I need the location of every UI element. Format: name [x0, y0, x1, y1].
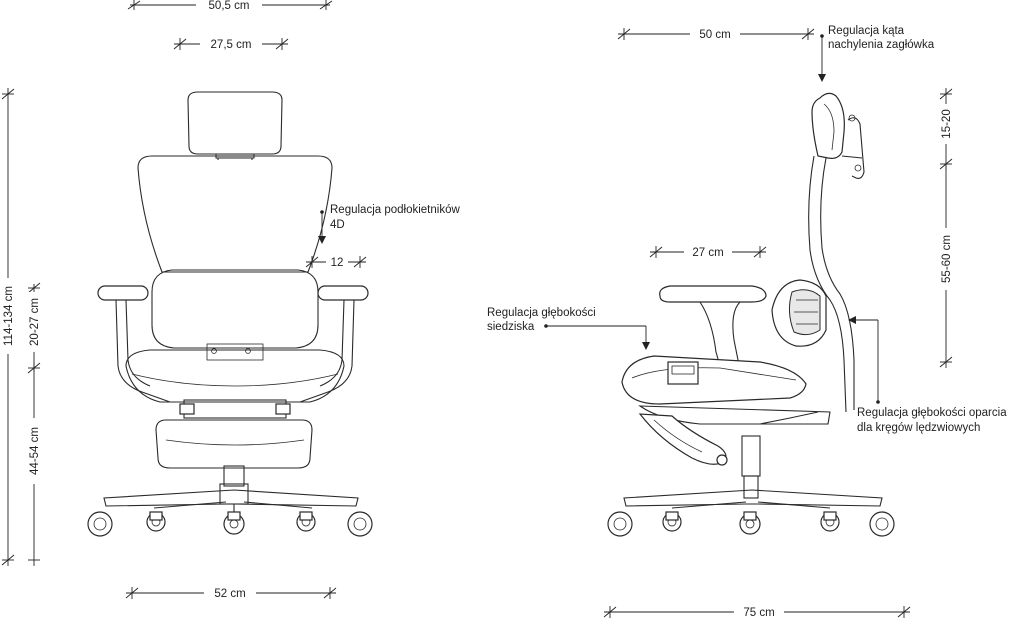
front-height-total-label: 114-134 cm [3, 286, 15, 346]
side-armrest [659, 285, 767, 303]
labels: 50,5 cm 27,5 cm 52 cm 114-134 cm 20-27 c… [3, 0, 1007, 619]
side-lumbar-label-line1: Regulacja głębokości oparcia [857, 407, 1007, 419]
front-footrest [155, 419, 313, 469]
side-back-range-label: 55-60 cm [941, 235, 953, 283]
front-armrest-right [317, 285, 369, 301]
front-base-width-label: 52 cm [214, 588, 245, 600]
front-casters [87, 511, 373, 537]
front-armrest-height-label: 20-27 cm [29, 298, 41, 346]
front-backrest [137, 155, 333, 273]
side-seat [621, 355, 807, 405]
side-headrest [811, 92, 845, 159]
front-gas-cylinder [223, 465, 245, 487]
front-lumbar-pad [151, 269, 319, 349]
front-armrest-left [97, 285, 149, 301]
front-headrest [187, 91, 283, 155]
front-armrest-label-line1: Regulacja podłokietników [330, 204, 460, 216]
side-star-base [623, 489, 883, 507]
front-armrest-label-line2: 4D [330, 219, 345, 231]
front-view-chair [87, 91, 373, 537]
front-total-width-label: 50,5 cm [209, 0, 250, 12]
side-seat-label-line1: Regulacja głębokości [487, 307, 596, 319]
front-seat [125, 349, 345, 403]
front-armrest-shift-label: 12 [331, 257, 344, 269]
side-dimensions [544, 26, 954, 620]
front-seat-height-label: 44-54 cm [29, 427, 41, 475]
side-headrest-range-label: 15-20 [941, 109, 953, 138]
front-star-base [103, 489, 359, 507]
front-dimensions [0, 0, 367, 601]
side-headrest-label-line2: nachylenia zagłówka [828, 39, 935, 51]
side-gas-cylinder [741, 435, 761, 477]
front-headrest-width-label: 27,5 cm [211, 39, 252, 51]
side-base-depth-label: 75 cm [743, 607, 774, 619]
side-depth-top-label: 50 cm [699, 29, 730, 41]
side-lumbar-label-line2: dla kręgów lędzwiowych [857, 422, 980, 434]
side-back-frame [808, 155, 847, 413]
side-seat-label-line2: siedziska [487, 321, 535, 333]
side-view-chair [607, 92, 895, 537]
side-casters [607, 511, 895, 537]
side-headrest-label-line1: Regulacja kąta [828, 25, 905, 37]
side-armrest-depth-label: 27 cm [692, 247, 723, 259]
